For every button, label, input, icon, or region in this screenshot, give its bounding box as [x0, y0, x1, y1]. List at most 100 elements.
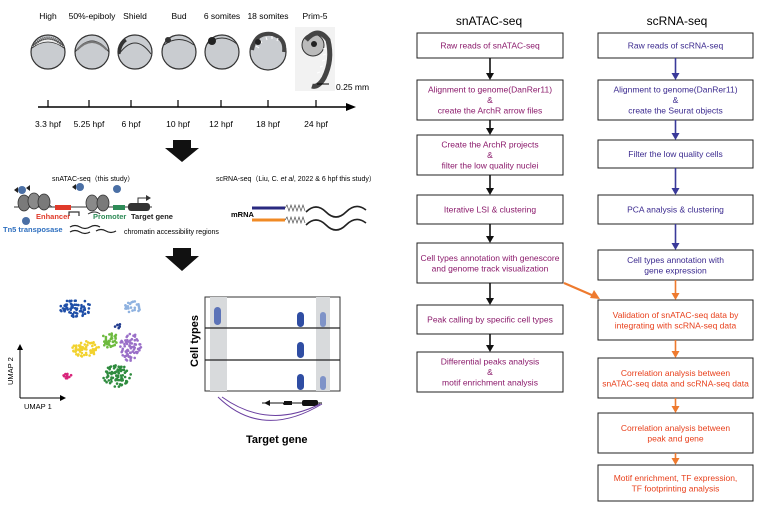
- step-box-frame: [416, 242, 564, 284]
- umap-point: [136, 350, 139, 354]
- umap-point: [66, 372, 69, 376]
- umap-point: [130, 342, 134, 345]
- umap-point: [111, 340, 115, 344]
- umap-point: [106, 345, 109, 349]
- umap-point: [105, 380, 108, 384]
- time-label: 10 hpf: [166, 119, 190, 129]
- umap-point: [133, 308, 136, 312]
- peak-gene-link-2: [221, 396, 321, 416]
- flow-arrow: [486, 175, 494, 195]
- umap-point: [110, 380, 113, 383]
- umap-point: [85, 348, 88, 351]
- step-text: Peak calling by specific cell types: [427, 315, 553, 325]
- umap-point: [69, 308, 72, 312]
- umap-point: [128, 332, 132, 336]
- step-text: Raw reads of snATAC-seq: [440, 41, 540, 51]
- step-text: create the Seurat objects: [628, 106, 723, 116]
- umap-point: [62, 374, 65, 377]
- step-box-frame: [597, 464, 754, 502]
- umap-point: [108, 333, 111, 336]
- step-box-frame: [597, 299, 754, 341]
- flow-arrow: [486, 334, 494, 352]
- umap-point: [124, 339, 127, 342]
- umap-point: [93, 343, 97, 347]
- accessibility-fragments: [69, 224, 117, 235]
- umap-point: [81, 313, 85, 316]
- stage-label: 6 somites: [204, 11, 240, 21]
- flow-arrow: [671, 398, 680, 413]
- umap-point: [102, 334, 105, 338]
- umap-point: [138, 349, 141, 352]
- umap-y-label: UMAP 2: [6, 357, 15, 385]
- umap-cluster: [113, 323, 122, 330]
- umap-point: [109, 365, 113, 368]
- timeline-ticks: [47, 100, 317, 107]
- step-box: Differential peaks analysis&motif enrich…: [416, 351, 564, 393]
- umap-point: [87, 311, 90, 315]
- umap-point: [115, 374, 118, 378]
- umap-point: [131, 350, 134, 353]
- umap-point: [117, 385, 121, 388]
- umap-point: [87, 303, 90, 306]
- flow-arrow: [671, 453, 680, 465]
- step-box: Filter the low quality cells: [597, 139, 754, 169]
- umap-point: [137, 304, 141, 308]
- enhancer-region: [55, 205, 71, 210]
- umap-point: [75, 303, 78, 307]
- step-text: Raw reads of scRNA-seq: [628, 41, 724, 51]
- umap-point: [132, 345, 135, 349]
- step-text: Alignment to genome(DanRer11): [613, 85, 737, 95]
- scale-bar-label: 0.25 mm: [336, 82, 369, 92]
- umap-point: [102, 376, 105, 380]
- umap-point: [113, 343, 116, 347]
- umap-point: [73, 299, 77, 303]
- time-label: 12 hpf: [209, 119, 233, 129]
- scrna-title-em: et al: [281, 176, 295, 183]
- umap-point: [81, 310, 84, 314]
- mrna-label: mRNA: [231, 210, 255, 219]
- umap-point: [117, 365, 120, 369]
- stage-label: 18 somites: [247, 11, 288, 21]
- umap-point: [120, 379, 124, 382]
- step-text: motif enrichment analysis: [442, 378, 538, 388]
- time-label: 3.3 hpf: [35, 119, 62, 129]
- umap-point: [86, 343, 89, 347]
- umap-point: [103, 343, 106, 347]
- umap-point: [65, 299, 69, 303]
- umap-point: [110, 370, 114, 374]
- umap-point: [82, 308, 86, 312]
- umap-point: [104, 337, 108, 341]
- umap-point: [89, 341, 92, 345]
- step-box-frame: [597, 249, 754, 281]
- step-box-frame: [597, 412, 754, 454]
- umap-point: [126, 305, 129, 309]
- step-text: PCA analysis & clustering: [627, 205, 724, 215]
- flow-arrow: [671, 58, 680, 80]
- umap-point: [71, 312, 75, 316]
- time-label: 6 hpf: [122, 119, 142, 129]
- step-text: Validation of snATAC-seq data by: [613, 310, 739, 320]
- step-box-frame: [597, 32, 754, 59]
- umap-point: [129, 306, 133, 309]
- enhancer-label: Enhancer: [36, 212, 70, 221]
- embryo-6-somites-icon: [204, 34, 240, 70]
- umap-point: [64, 303, 67, 307]
- step-text: peak and gene: [647, 433, 704, 443]
- umap-point: [125, 342, 129, 346]
- umap-point: [137, 309, 140, 313]
- umap-point: [126, 340, 130, 343]
- umap-point: [112, 367, 116, 370]
- umap-point: [117, 372, 120, 375]
- time-label: 24 hpf: [304, 119, 328, 129]
- step-text: &: [487, 150, 493, 160]
- snatac-header: snATAC-seq: [456, 14, 522, 28]
- step-text: integrating with scRNA-seq data: [615, 320, 737, 330]
- nucleosomes-icon: [17, 192, 110, 212]
- umap-point: [79, 341, 83, 345]
- umap-point: [133, 335, 137, 338]
- umap-point: [113, 370, 117, 374]
- step-text: Create the ArchR projects: [441, 140, 538, 150]
- stage-label: High: [39, 11, 57, 21]
- umap-point: [86, 341, 90, 344]
